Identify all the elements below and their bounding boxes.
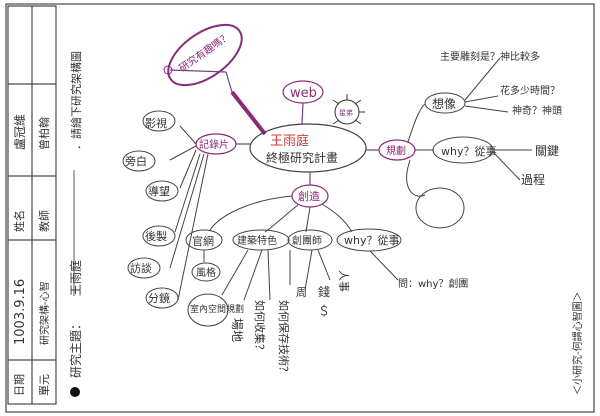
plan-child-2: 關鍵	[535, 143, 559, 158]
instruction: ．請繪下研究架構圖	[69, 51, 83, 150]
plan-child-3: 過程	[521, 172, 545, 187]
imagine-child-2: 花多少時間？	[500, 84, 560, 97]
unit-value: 研究架構-心智	[38, 281, 51, 345]
create-gchild-7: 錢	[318, 284, 330, 299]
records-child-1: 影視	[145, 116, 167, 130]
badge-text: 星弟	[339, 108, 353, 117]
plan-child-1: why？從事	[441, 145, 496, 158]
create-child-3: 創團師	[292, 234, 322, 247]
records-child-4: 後製	[145, 229, 167, 243]
teacher-label: 教師	[38, 210, 51, 232]
plan-label: 規劃	[386, 144, 406, 157]
create-gchild-3: 場地	[230, 318, 244, 342]
create-gchild-10: 問：why？創團	[398, 278, 468, 290]
create-gchild-6: 周	[296, 286, 307, 299]
center-subtitle: 終極研究計畫	[266, 150, 338, 165]
mind-map: 研究有趣嗎？ web 星弟 王雨庭 終極研究計畫 記錄片 影視 旁白 導望 後製…	[122, 23, 562, 377]
records-child-3: 導望	[148, 184, 170, 198]
records-child-6: 分鏡	[148, 291, 170, 305]
create-label: 創造	[298, 189, 320, 203]
name-value: 盧冠維	[13, 114, 27, 150]
records-child-2: 旁白	[125, 154, 147, 168]
empty-blob	[415, 187, 465, 229]
create-child-2: 建築特色	[237, 234, 277, 247]
create-child-4: why？從事	[344, 234, 399, 247]
imagine-label: 想像	[432, 96, 456, 111]
create-gchild-1: 風格	[196, 266, 216, 279]
sun-badge-icon: 星弟	[332, 94, 365, 125]
topic-value: 王雨庭	[68, 260, 83, 296]
create-gchild-8: 人事	[337, 270, 350, 292]
bullet-dot	[70, 387, 80, 397]
records-child-5: 訪談	[130, 261, 152, 275]
center-title: 王雨庭	[270, 133, 309, 149]
info-table: 日期 單元 1003.9.16 研究架構-心智 姓名 教師 盧冠維 曾柏翰	[7, 5, 57, 405]
create-gchild-4: 如何收集？	[253, 300, 267, 355]
date-value: 1003.9.16	[13, 279, 28, 345]
create-gchild-2: 室內空間規劃	[190, 303, 244, 315]
name-label: 姓名	[12, 210, 26, 232]
records-label: 記錄片	[199, 138, 229, 151]
imagine-node	[424, 92, 466, 114]
create-gchild-9: ＄	[318, 304, 330, 318]
page-border	[5, 3, 595, 413]
imagine-child-1: 主要雕刻是？神比較多	[440, 50, 540, 63]
create-child-1: 官網	[192, 234, 214, 248]
footer-note: ＜小研究-何謂心智圖＞	[571, 291, 584, 395]
create-gchild-5: 如何保存技術？	[277, 300, 291, 377]
imagine-child-3: 神奇？神頭	[512, 104, 562, 117]
unit-label: 單元	[38, 374, 51, 396]
topic-label: 研究主題：	[68, 318, 83, 378]
date-label: 日期	[13, 374, 26, 396]
balloon: 研究有趣嗎？	[163, 23, 267, 136]
teacher-value: 曾柏翰	[37, 117, 51, 150]
web-label: web	[290, 86, 317, 101]
center-node	[249, 123, 367, 173]
